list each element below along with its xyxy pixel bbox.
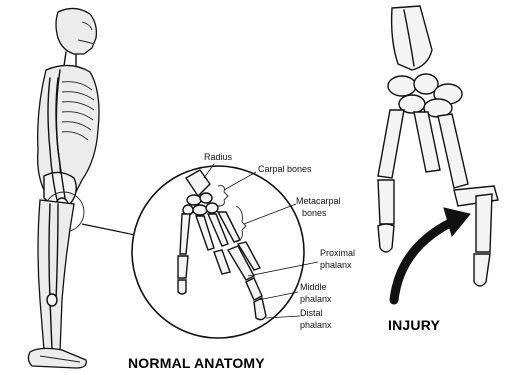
standing-figure [28, 8, 99, 368]
label-middle-1: Middle [300, 282, 327, 292]
magnify-connector [82, 224, 140, 236]
label-proximal-1: Proximal [320, 248, 355, 258]
caption-injury: INJURY [388, 317, 440, 333]
injury-hand [378, 6, 498, 286]
caption-normal-anatomy: NORMAL ANATOMY [128, 355, 265, 371]
injury-arrow [394, 208, 470, 300]
label-proximal-2: phalanx [320, 260, 352, 270]
label-carpal-bones: Carpal bones [258, 164, 312, 174]
label-distal-1: Distal [300, 308, 323, 318]
label-radius: Radius [204, 152, 233, 162]
normal-anatomy-inset: Radius Carpal bones Metacarpal bones Pro… [132, 152, 355, 338]
label-middle-2: phalanx [300, 294, 332, 304]
label-metacarpal-1: Metacarpal [296, 196, 341, 206]
label-metacarpal-2: bones [302, 208, 327, 218]
label-distal-2: phalanx [300, 320, 332, 330]
